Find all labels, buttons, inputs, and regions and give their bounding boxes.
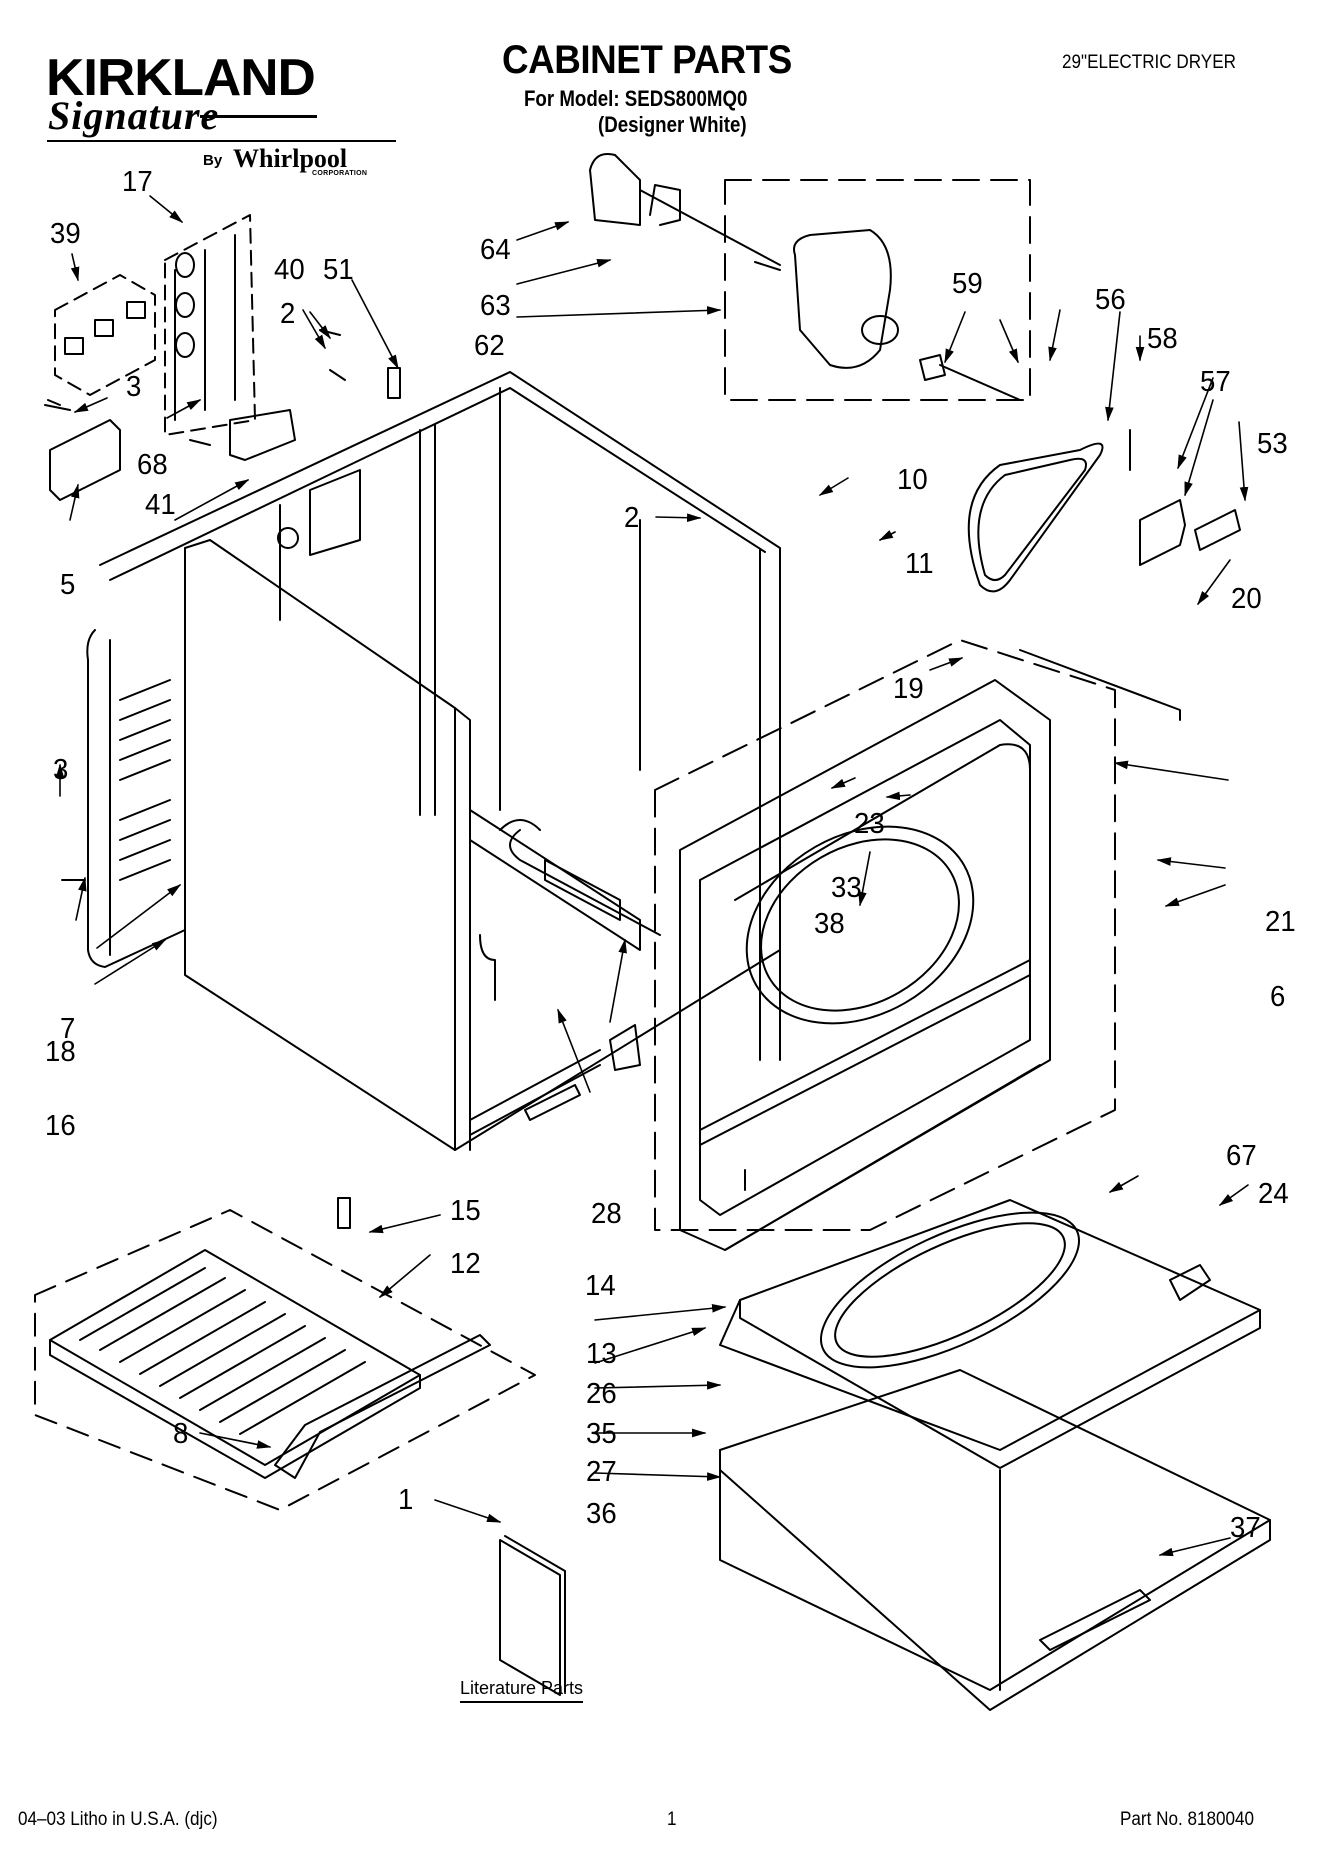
brand-script: Signature [48, 93, 220, 138]
model-line: For Model: SEDS800MQ0 [524, 86, 748, 111]
brand-logo: KIRKLAND [46, 49, 316, 107]
callout-36: 36 [586, 1498, 617, 1530]
by-label: By [203, 152, 223, 169]
callout-38: 38 [814, 908, 845, 940]
callout-2-mid: 2 [624, 502, 640, 534]
callout-18: 18 [45, 1036, 76, 1068]
callout-14: 14 [585, 1270, 616, 1302]
callout-3-top: 3 [126, 371, 142, 403]
drive-belt [967, 442, 1104, 593]
callout-28: 28 [591, 1198, 622, 1230]
callout-2-top: 2 [280, 298, 296, 330]
callout-13: 13 [586, 1338, 617, 1370]
callout-26: 26 [586, 1378, 617, 1410]
front-panel [654, 639, 1181, 1251]
callout-59: 59 [952, 268, 983, 300]
callout-57: 57 [1200, 366, 1231, 398]
callout-21: 21 [1265, 906, 1296, 938]
callout-39: 39 [50, 218, 81, 250]
callout-17: 17 [122, 166, 153, 198]
callout-33: 33 [831, 872, 862, 904]
callout-51: 51 [323, 254, 354, 286]
callout-62: 62 [474, 330, 505, 362]
base-rack [34, 1209, 536, 1511]
callout-24: 24 [1258, 1178, 1289, 1210]
part-number: Part No. 8180040 [1120, 1809, 1255, 1830]
callout-6: 6 [1270, 981, 1286, 1013]
callout-1: 1 [398, 1484, 414, 1516]
print-info: 04–03 Litho in U.S.A. (djc) [18, 1809, 218, 1830]
literature-parts-label: Literature Parts [460, 1678, 584, 1703]
callout-5: 5 [60, 569, 76, 601]
callout-leaders [55, 195, 1249, 1557]
callout-27: 27 [586, 1456, 617, 1488]
callout-68: 68 [137, 449, 168, 481]
callout-23: 23 [854, 808, 885, 840]
callout-11: 11 [905, 548, 934, 580]
callout-41: 41 [145, 489, 176, 521]
callout-8: 8 [173, 1418, 189, 1450]
callout-40: 40 [274, 254, 305, 286]
callout-53: 53 [1257, 428, 1288, 460]
callout-37: 37 [1230, 1512, 1261, 1544]
header-rule [47, 140, 396, 142]
callout-12: 12 [450, 1248, 481, 1280]
callout-58: 58 [1147, 323, 1178, 355]
toe-panel [719, 1199, 1271, 1711]
callout-20: 20 [1231, 583, 1262, 615]
callout-15: 15 [450, 1195, 481, 1227]
callout-67: 67 [1226, 1140, 1257, 1172]
page-number: 1 [667, 1809, 677, 1830]
callout-3-left: 3 [53, 754, 69, 786]
callout-56: 56 [1095, 284, 1126, 316]
maker-suffix: CORPORATION [312, 170, 368, 177]
callout-63: 63 [480, 290, 511, 322]
callout-10: 10 [897, 464, 928, 496]
page-title: CABINET PARTS [502, 38, 792, 82]
idler-bracket [1129, 429, 1241, 566]
callout-64: 64 [480, 234, 511, 266]
callout-19: 19 [893, 673, 924, 705]
signature-underline [200, 115, 317, 118]
finish-line: (Designer White) [598, 112, 747, 137]
callout-35: 35 [586, 1418, 617, 1450]
callout-7: 7 [60, 1013, 76, 1045]
terminal-block-group [44, 214, 401, 501]
cabinet-part [86, 371, 781, 1151]
literature-booklet-icon [499, 1535, 566, 1696]
maker-logo: Whirlpool [233, 144, 348, 173]
motor-assembly [589, 153, 1031, 401]
product-type: 29"ELECTRIC DRYER [1062, 52, 1236, 73]
callout-16: 16 [45, 1110, 76, 1142]
